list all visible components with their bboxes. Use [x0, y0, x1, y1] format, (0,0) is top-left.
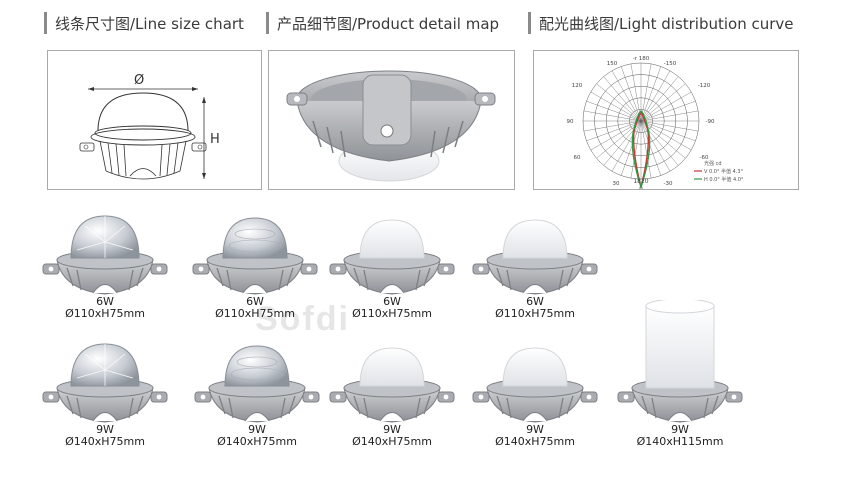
- polar-angle-label: 150: [607, 61, 618, 67]
- product-detail-photo: [286, 70, 496, 182]
- polar-grid: [582, 62, 700, 180]
- product-size: Ø110xH75mm: [65, 307, 145, 320]
- product-image: [470, 210, 600, 296]
- product-image: [615, 300, 745, 424]
- section-header-line-size: 线条尺寸图/Line size chart: [44, 10, 244, 36]
- product-size: Ø140xH75mm: [217, 435, 297, 448]
- section-title: 线条尺寸图/Line size chart: [55, 14, 244, 33]
- product-image: [327, 300, 457, 424]
- product-size: Ø140xH75mm: [495, 435, 575, 448]
- product-size: Ø140xH75mm: [65, 435, 145, 448]
- line-size-drawing: Ø H: [79, 73, 220, 180]
- product-wattage: 6W: [526, 295, 544, 308]
- product-size: Ø140xH115mm: [636, 435, 724, 448]
- curve-h: [631, 110, 651, 189]
- product-size: Ø140xH75mm: [352, 435, 432, 448]
- section-header-light-distribution: 配光曲线图/Light distribution curve: [528, 10, 794, 36]
- product-detail-panel: [268, 50, 515, 190]
- product-wattage: 9W: [96, 423, 114, 436]
- watermark-logo: Sofdi: [255, 300, 350, 338]
- polar-angle-label: -120: [698, 83, 711, 89]
- height-label: H: [210, 132, 220, 147]
- product-image: [40, 210, 170, 296]
- line-size-chart-panel: Ø H: [47, 50, 262, 190]
- polar-angle-label: -90: [706, 119, 715, 125]
- product-wattage: 9W: [671, 423, 689, 436]
- product-image: [327, 210, 457, 296]
- section-title: 配光曲线图/Light distribution curve: [539, 14, 794, 33]
- product-wattage: 9W: [248, 423, 266, 436]
- polar-angle-label: 120: [572, 83, 583, 89]
- polar-angle-label: 30: [613, 181, 620, 187]
- product-image: [40, 300, 170, 424]
- curve-v: [632, 111, 650, 188]
- product-image: [192, 300, 322, 424]
- legend-h: H 0.0° 半值 4.0°: [704, 176, 744, 183]
- diameter-label: Ø: [134, 73, 144, 88]
- section-header-product-detail: 产品细节图/Product detail map: [266, 10, 499, 36]
- section-accent-bar: [266, 12, 269, 34]
- product-wattage: 6W: [246, 295, 264, 308]
- polar-angle-label: -30: [664, 181, 673, 187]
- polar-angle-label: -150: [664, 61, 677, 67]
- polar-bottom-label: 1820: [633, 178, 648, 185]
- polar-angle-label: -60: [700, 155, 709, 161]
- polar-angle-label: 90: [567, 119, 574, 125]
- product-image: [470, 300, 600, 424]
- product-wattage: 9W: [526, 423, 544, 436]
- product-size: Ø110xH75mm: [215, 307, 295, 320]
- polar-angle-label: -r 180: [633, 56, 650, 62]
- section-title: 产品细节图/Product detail map: [277, 14, 500, 33]
- product-size: Ø110xH75mm: [352, 307, 432, 320]
- section-accent-bar: [44, 12, 47, 34]
- product-wattage: 6W: [96, 295, 114, 308]
- legend-v: V 0.0° 半值 4.3°: [704, 168, 744, 175]
- section-accent-bar: [528, 12, 531, 34]
- product-image: [190, 210, 320, 296]
- product-wattage: 6W: [383, 295, 401, 308]
- polar-angle-label: 60: [574, 155, 581, 161]
- product-size: Ø110xH75mm: [495, 307, 575, 320]
- product-wattage: 9W: [383, 423, 401, 436]
- legend-header: 光强 cd: [704, 160, 722, 167]
